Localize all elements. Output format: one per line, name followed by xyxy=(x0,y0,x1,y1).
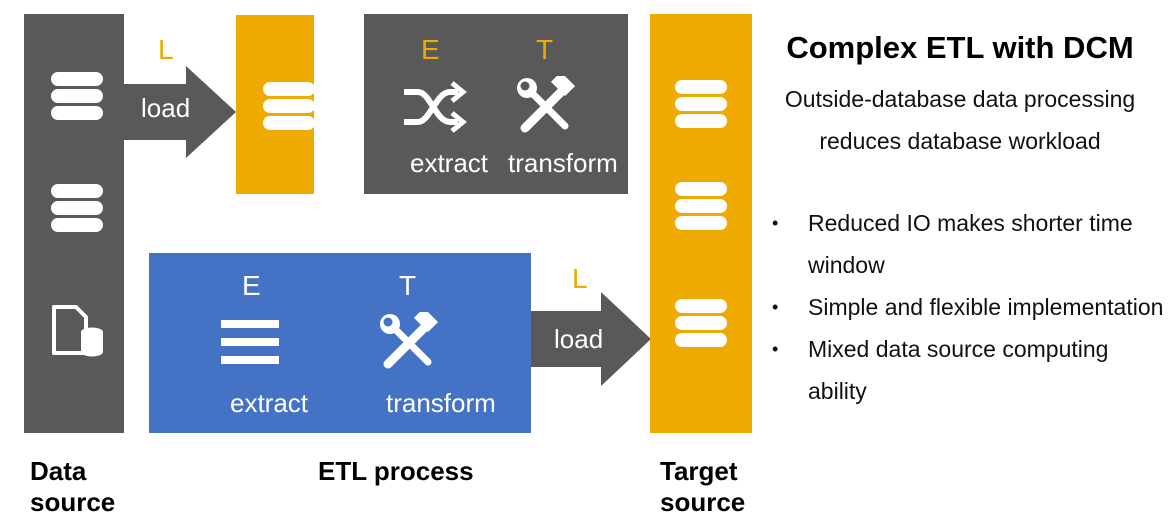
top-transform-letter: T xyxy=(536,34,554,65)
bullet-list: • Reduced IO makes shorter time window • S… xyxy=(770,202,1168,412)
top-et-box xyxy=(364,14,628,194)
bullet-text: Simple and flexible implementation xyxy=(808,294,1164,320)
bottom-transform-letter: T xyxy=(399,270,417,301)
bullet-item: • Reduced IO makes shorter time window xyxy=(770,202,1168,286)
bottom-load-label: load xyxy=(554,324,604,354)
shuffle-icon xyxy=(402,78,470,136)
bottom-extract-letter: E xyxy=(242,270,261,301)
database-icon xyxy=(674,295,728,351)
bottom-extract-label: extract xyxy=(230,388,309,418)
top-load-arrow xyxy=(124,66,236,158)
bullet-item: • Simple and flexible implementation xyxy=(770,286,1168,328)
bottom-et-box xyxy=(149,253,531,433)
bottom-load-letter: L xyxy=(572,263,588,294)
bullet-dot: • xyxy=(772,297,779,317)
top-transform-label: transform xyxy=(508,148,618,178)
panel-title: Complex ETL with DCM xyxy=(786,30,1134,65)
bullet-dot: • xyxy=(772,339,779,359)
bottom-load-arrow xyxy=(531,292,651,386)
database-icon xyxy=(50,68,104,124)
panel-subtitle: Outside-database data processing reduces… xyxy=(784,86,1136,154)
bullet-text: Mixed data source computing ability xyxy=(808,336,1109,404)
database-icon xyxy=(262,78,316,134)
tools-icon xyxy=(378,312,440,374)
bottom-transform-label: transform xyxy=(386,388,496,418)
top-load-label: load xyxy=(141,93,191,123)
etl-process-caption: ETL process xyxy=(318,456,474,486)
target-source-caption: Target source xyxy=(660,456,746,517)
bullet-text: Reduced IO makes shorter time window xyxy=(808,210,1133,278)
list-icon xyxy=(221,318,279,366)
data-source-caption: Data source xyxy=(30,456,116,517)
bullet-dot: • xyxy=(772,213,779,233)
database-icon xyxy=(674,76,728,132)
database-icon xyxy=(674,178,728,234)
file-database-icon xyxy=(50,305,106,357)
database-icon xyxy=(50,180,104,236)
top-extract-letter: E xyxy=(421,34,440,65)
bullet-item: • Mixed data source computing ability xyxy=(770,328,1168,412)
tools-icon xyxy=(515,76,577,138)
top-extract-label: extract xyxy=(410,148,489,178)
top-load-letter: L xyxy=(158,34,174,65)
